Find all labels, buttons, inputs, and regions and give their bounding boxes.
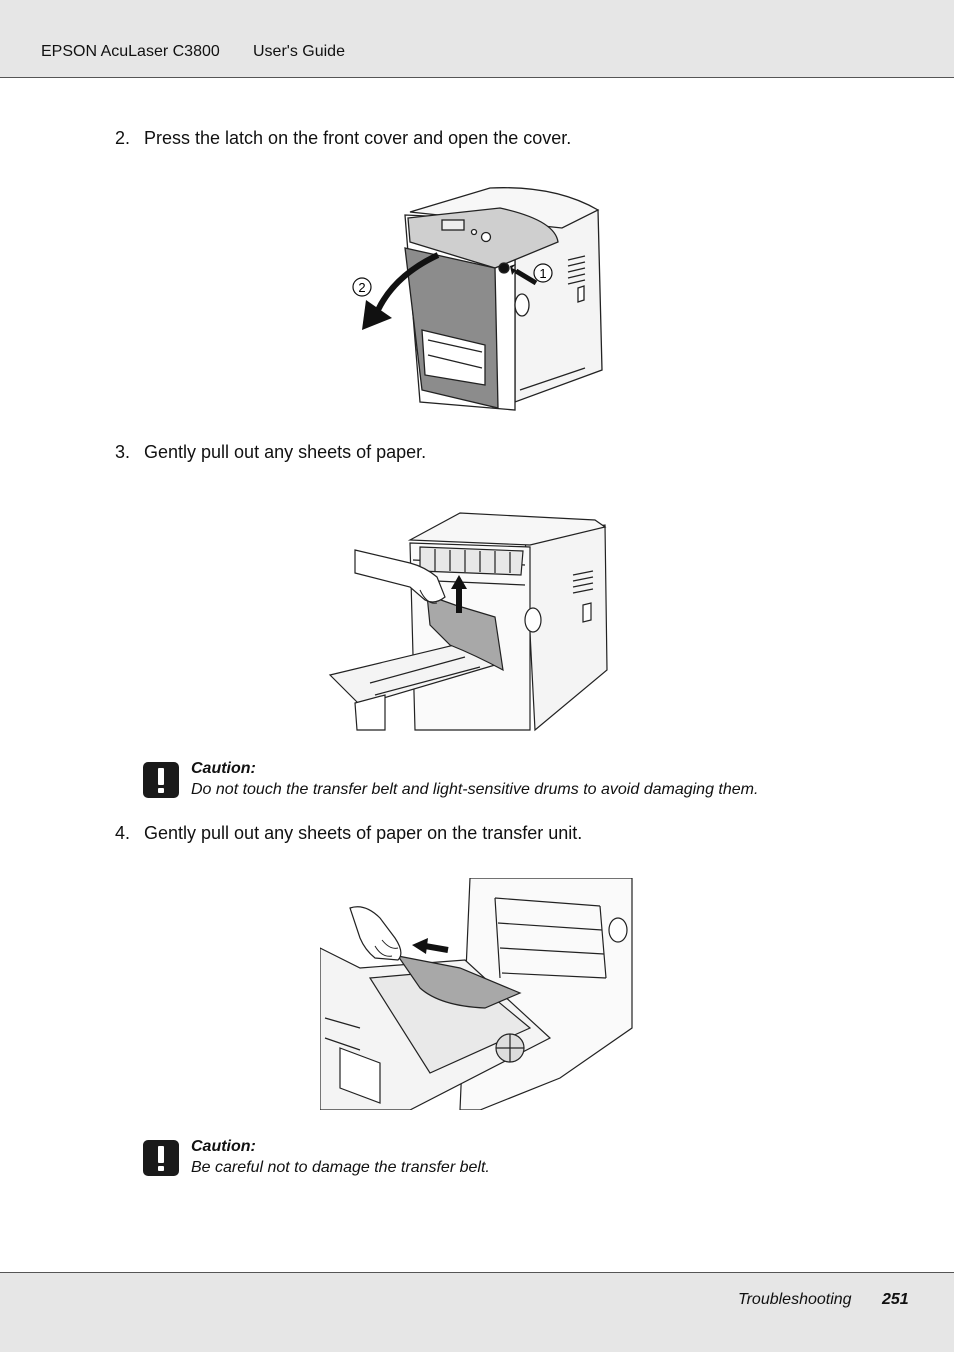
step-number: 3. xyxy=(115,442,131,462)
step-text: Gently pull out any sheets of paper. xyxy=(144,442,427,462)
page-header: EPSON AcuLaser C3800 User's Guide xyxy=(0,0,954,78)
guide-name: User's Guide xyxy=(253,43,345,60)
transfer-unit-paper-illustration xyxy=(320,878,633,1110)
callout-circle-2 xyxy=(352,277,372,297)
caution-text: Be careful not to damage the transfer be… xyxy=(191,1159,490,1176)
page-footer: Troubleshooting 251 xyxy=(0,1272,954,1352)
caution-icon xyxy=(143,762,179,798)
printer-open-cover-illustration: 1 2 xyxy=(352,187,603,411)
step-number: 4. xyxy=(115,823,131,843)
caution-title: Caution: xyxy=(191,760,256,777)
callout-circle-1 xyxy=(533,263,553,283)
product-name: EPSON AcuLaser C3800 xyxy=(41,43,220,60)
page-number: 251 xyxy=(882,1291,909,1308)
step-2: 2. Press the latch on the front cover and… xyxy=(115,128,571,149)
caution-text: Do not touch the transfer belt and light… xyxy=(191,781,759,798)
caution-icon xyxy=(143,1140,179,1176)
step-4: 4. Gently pull out any sheets of paper on… xyxy=(115,823,582,844)
callout-1: 1 xyxy=(539,266,546,281)
pull-paper-illustration xyxy=(328,512,608,732)
step-number: 2. xyxy=(115,128,131,148)
caution-title: Caution: xyxy=(191,1138,256,1155)
step-3: 3. Gently pull out any sheets of paper. xyxy=(115,442,426,463)
callout-2: 2 xyxy=(358,280,365,295)
section-name: Troubleshooting xyxy=(738,1291,852,1308)
step-text: Press the latch on the front cover and o… xyxy=(144,128,572,148)
step-text: Gently pull out any sheets of paper on t… xyxy=(144,823,583,843)
